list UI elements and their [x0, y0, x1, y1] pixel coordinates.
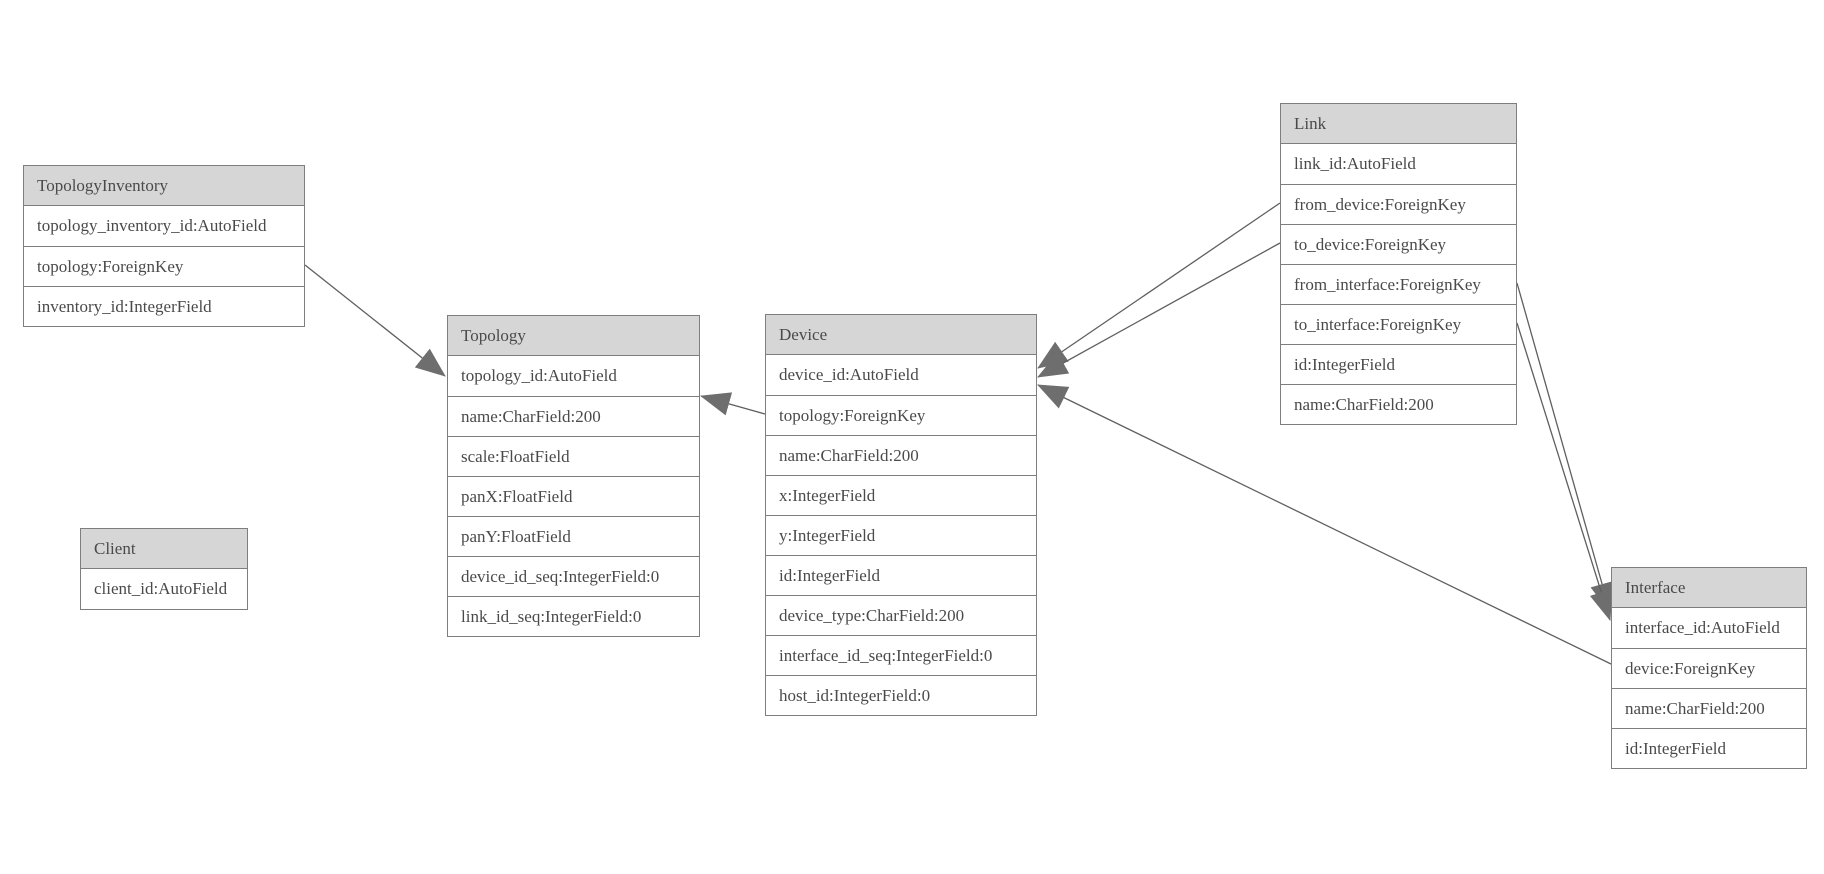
entity-interface-field-row: id:IntegerField: [1612, 728, 1806, 768]
entity-link-field-row: from_interface:ForeignKey: [1281, 264, 1516, 304]
entity-device-title: Device: [766, 315, 1036, 355]
entity-device-field-row: interface_id_seq:IntegerField:0: [766, 635, 1036, 675]
entity-topologyinventory-field-row: topology_inventory_id:AutoField: [24, 206, 304, 246]
entity-link-field-row: name:CharField:200: [1281, 384, 1516, 424]
relationship-topologyinventory-topology-to-topology: [304, 264, 446, 377]
entity-device-field-row: device_id:AutoField: [766, 355, 1036, 395]
entity-topology-field-row: topology_id:AutoField: [448, 356, 699, 396]
relationship-link-from-interface-to-interface: [1516, 282, 1614, 613]
entity-client-field-row: client_id:AutoField: [81, 569, 247, 609]
entity-link-field-row: to_interface:ForeignKey: [1281, 304, 1516, 344]
entity-device-field-row: name:CharField:200: [766, 435, 1036, 475]
entity-link-field-row: from_device:ForeignKey: [1281, 184, 1516, 224]
entity-device-field-row: y:IntegerField: [766, 515, 1036, 555]
relationship-interface-device-to-device: [1037, 384, 1612, 665]
entity-topology-field-row: scale:FloatField: [448, 436, 699, 476]
entity-topology-field-row: panY:FloatField: [448, 516, 699, 556]
entity-interface-title: Interface: [1612, 568, 1806, 608]
relationship-link-to-interface-to-interface: [1516, 322, 1613, 621]
entity-topology-field-row: panX:FloatField: [448, 476, 699, 516]
entity-device-field-row: device_type:CharField:200: [766, 595, 1036, 635]
entity-interface-field-row: name:CharField:200: [1612, 688, 1806, 728]
entity-topology-title: Topology: [448, 316, 699, 356]
relationship-link-from-device-to-device: [1037, 202, 1281, 369]
entity-topologyinventory-field-row: topology:ForeignKey: [24, 246, 304, 286]
entity-device-field-row: x:IntegerField: [766, 475, 1036, 515]
entity-device-field-row: topology:ForeignKey: [766, 395, 1036, 435]
entity-client-title: Client: [81, 529, 247, 569]
entity-link-title: Link: [1281, 104, 1516, 144]
entity-topologyinventory-field-row: inventory_id:IntegerField: [24, 286, 304, 326]
entity-link-field-row: to_device:ForeignKey: [1281, 224, 1516, 264]
entity-topology-field-row: device_id_seq:IntegerField:0: [448, 556, 699, 596]
entity-device-field-row: id:IntegerField: [766, 555, 1036, 595]
relationship-device-topology-to-topology: [700, 392, 766, 416]
relationship-link-to-device-to-device: [1037, 242, 1281, 378]
entity-topology-field-row: link_id_seq:IntegerField:0: [448, 596, 699, 636]
entity-topology-field-row: name:CharField:200: [448, 396, 699, 436]
entity-interface-field-row: device:ForeignKey: [1612, 648, 1806, 688]
entity-interface-field-row: interface_id:AutoField: [1612, 608, 1806, 648]
entity-link-field-row: id:IntegerField: [1281, 344, 1516, 384]
entity-link-field-row: link_id:AutoField: [1281, 144, 1516, 184]
entity-device-field-row: host_id:IntegerField:0: [766, 675, 1036, 715]
entity-topologyinventory-title: TopologyInventory: [24, 166, 304, 206]
